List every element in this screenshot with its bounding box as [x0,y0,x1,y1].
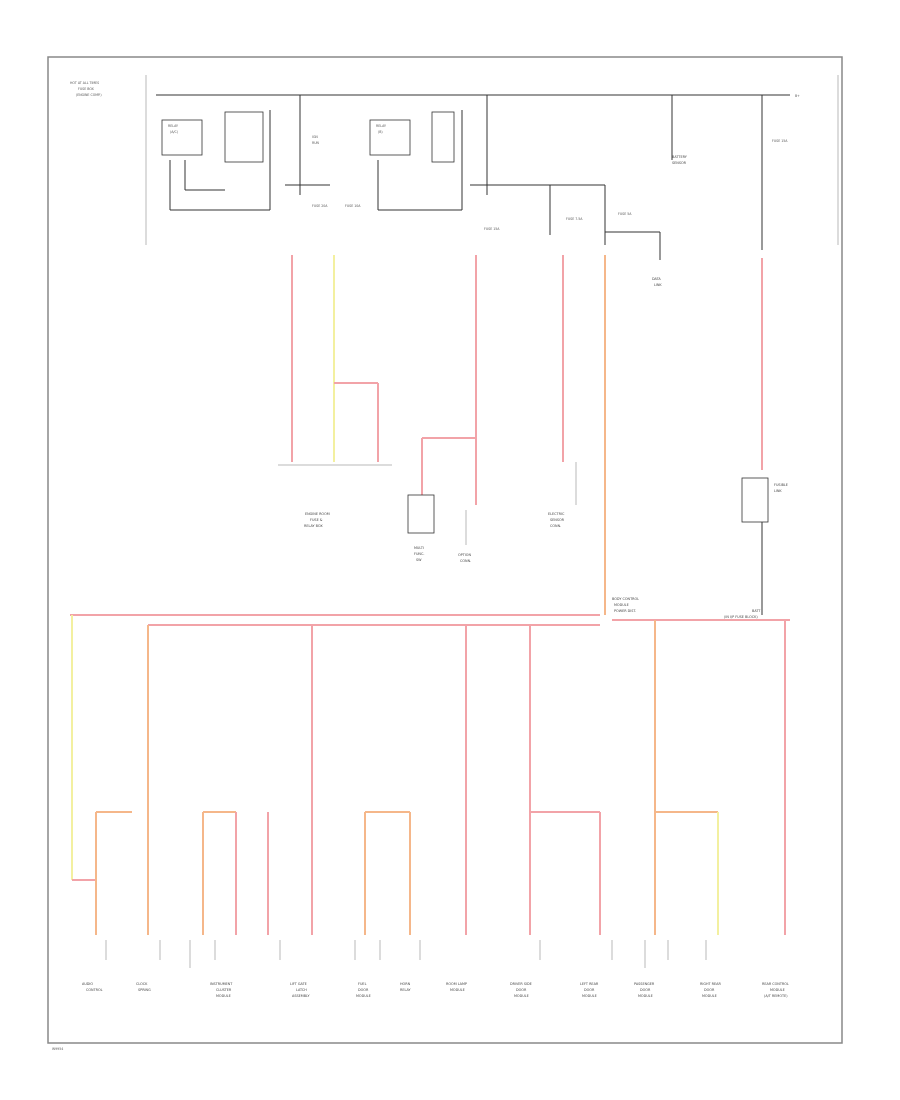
svg-text:DOOR: DOOR [358,988,369,992]
svg-text:LIFT GATE: LIFT GATE [290,982,307,986]
svg-text:FUSE 5A: FUSE 5A [618,212,632,216]
svg-text:MODULE: MODULE [582,994,597,998]
svg-text:ROOM LAMP: ROOM LAMP [446,982,467,986]
svg-text:REAR CONTROL: REAR CONTROL [762,982,789,986]
svg-text:SW: SW [416,558,422,562]
svg-text:OPTION: OPTION [458,553,471,557]
upper-label-1c: RELAY BOX [304,524,323,528]
top-source: HOT AT ALL TIMES FUSE BOX (ENGINE COMP.)… [70,75,839,245]
svg-text:PASSENGER: PASSENGER [634,982,655,986]
diagram-frame [47,56,843,1044]
svg-text:FUSE 10A: FUSE 10A [345,204,361,208]
svg-text:FUSE BOX: FUSE BOX [78,87,95,91]
svg-text:DOOR: DOOR [516,988,527,992]
component-box-2 [407,494,435,534]
footer-tag: W9954 [52,1047,63,1051]
svg-text:MODULE: MODULE [216,994,231,998]
svg-text:ELECTRIC: ELECTRIC [548,512,565,516]
upper-label-1b: FUSE & [310,518,323,522]
svg-text:AUDIO: AUDIO [82,982,93,986]
svg-text:MODULE: MODULE [702,994,717,998]
relay-1: RELAY (A/C) [161,110,271,211]
svg-text:BATTERY: BATTERY [672,155,688,159]
svg-text:FUSIBLE: FUSIBLE [774,483,788,487]
svg-text:RUN: RUN [312,141,320,145]
svg-text:(A/T REMOTE): (A/T REMOTE) [764,994,788,998]
lower-wires [71,615,786,935]
svg-text:POWER DIST.: POWER DIST. [614,609,636,613]
svg-text:SENSOR: SENSOR [672,161,687,165]
svg-text:DOOR: DOOR [640,988,651,992]
svg-text:MODULE: MODULE [514,994,529,998]
svg-text:FUEL: FUEL [358,982,367,986]
svg-text:RIGHT REAR: RIGHT REAR [700,982,721,986]
svg-text:HORN: HORN [400,982,411,986]
svg-text:CLOCK: CLOCK [136,982,148,986]
svg-text:FUSE 15A: FUSE 15A [484,227,500,231]
svg-text:(ENGINE COMP.): (ENGINE COMP.) [76,93,102,97]
svg-text:SPRING: SPRING [138,988,151,992]
svg-text:DOOR: DOOR [704,988,715,992]
svg-text:RELAY: RELAY [400,988,412,992]
battery-label: B+ [795,94,800,98]
connector-ticks [105,940,707,968]
relay-2: RELAY (B) [369,110,463,211]
fusible-link-box [741,477,769,523]
fuse-row: IGN RUN FUSE 20A FUSE 10A FUSE 15A FUSE … [285,95,788,260]
lower-components: AUDIO CONTROL CLOCK SPRING INSTRUMENT CL… [82,982,789,998]
svg-text:FUNC.: FUNC. [414,552,424,556]
svg-text:LEFT REAR: LEFT REAR [580,982,599,986]
svg-text:MODULE: MODULE [356,994,371,998]
svg-text:RELAY: RELAY [376,124,386,128]
svg-text:SENSOR: SENSOR [550,518,565,522]
svg-text:CONN.: CONN. [460,559,471,563]
svg-text:HOT AT ALL TIMES: HOT AT ALL TIMES [70,81,99,85]
svg-text:INSTRUMENT: INSTRUMENT [210,982,233,986]
svg-text:CONTROL: CONTROL [86,988,103,992]
upper-label-1a: ENGINE ROOM [305,512,330,516]
upper-wires [291,255,763,615]
svg-text:LINK: LINK [774,489,782,493]
svg-text:MODULE: MODULE [770,988,785,992]
svg-text:FUSE 7.5A: FUSE 7.5A [566,217,583,221]
svg-text:DRIVER SIDE: DRIVER SIDE [510,982,532,986]
svg-text:MODULE: MODULE [450,988,465,992]
svg-text:MODULE: MODULE [638,994,653,998]
svg-text:LINK: LINK [654,283,662,287]
power-bus: BODY CONTROL MODULE POWER DIST. BATT (IN… [70,597,790,626]
svg-text:FUSE 15A: FUSE 15A [772,139,788,143]
svg-text:(IN I/P FUSE BLOCK): (IN I/P FUSE BLOCK) [724,615,758,619]
svg-text:(B): (B) [378,130,383,134]
svg-text:LATCH: LATCH [296,988,307,992]
svg-text:MULTI: MULTI [414,546,424,550]
svg-text:BODY CONTROL: BODY CONTROL [612,597,639,601]
svg-text:IGN: IGN [312,135,318,139]
svg-text:(A/C): (A/C) [170,130,178,134]
svg-text:DOOR: DOOR [584,988,595,992]
svg-text:RELAY: RELAY [168,124,178,128]
svg-text:CLUSTER: CLUSTER [216,988,232,992]
svg-text:ASSEMBLY: ASSEMBLY [292,994,310,998]
svg-text:MODULE: MODULE [614,603,629,607]
svg-text:BATT: BATT [752,609,761,613]
svg-text:FUSE 20A: FUSE 20A [312,204,328,208]
svg-text:CONN.: CONN. [550,524,561,528]
upper-components: ENGINE ROOM FUSE & RELAY BOX MULTI FUNC.… [278,155,788,615]
svg-text:DATA: DATA [652,277,661,281]
